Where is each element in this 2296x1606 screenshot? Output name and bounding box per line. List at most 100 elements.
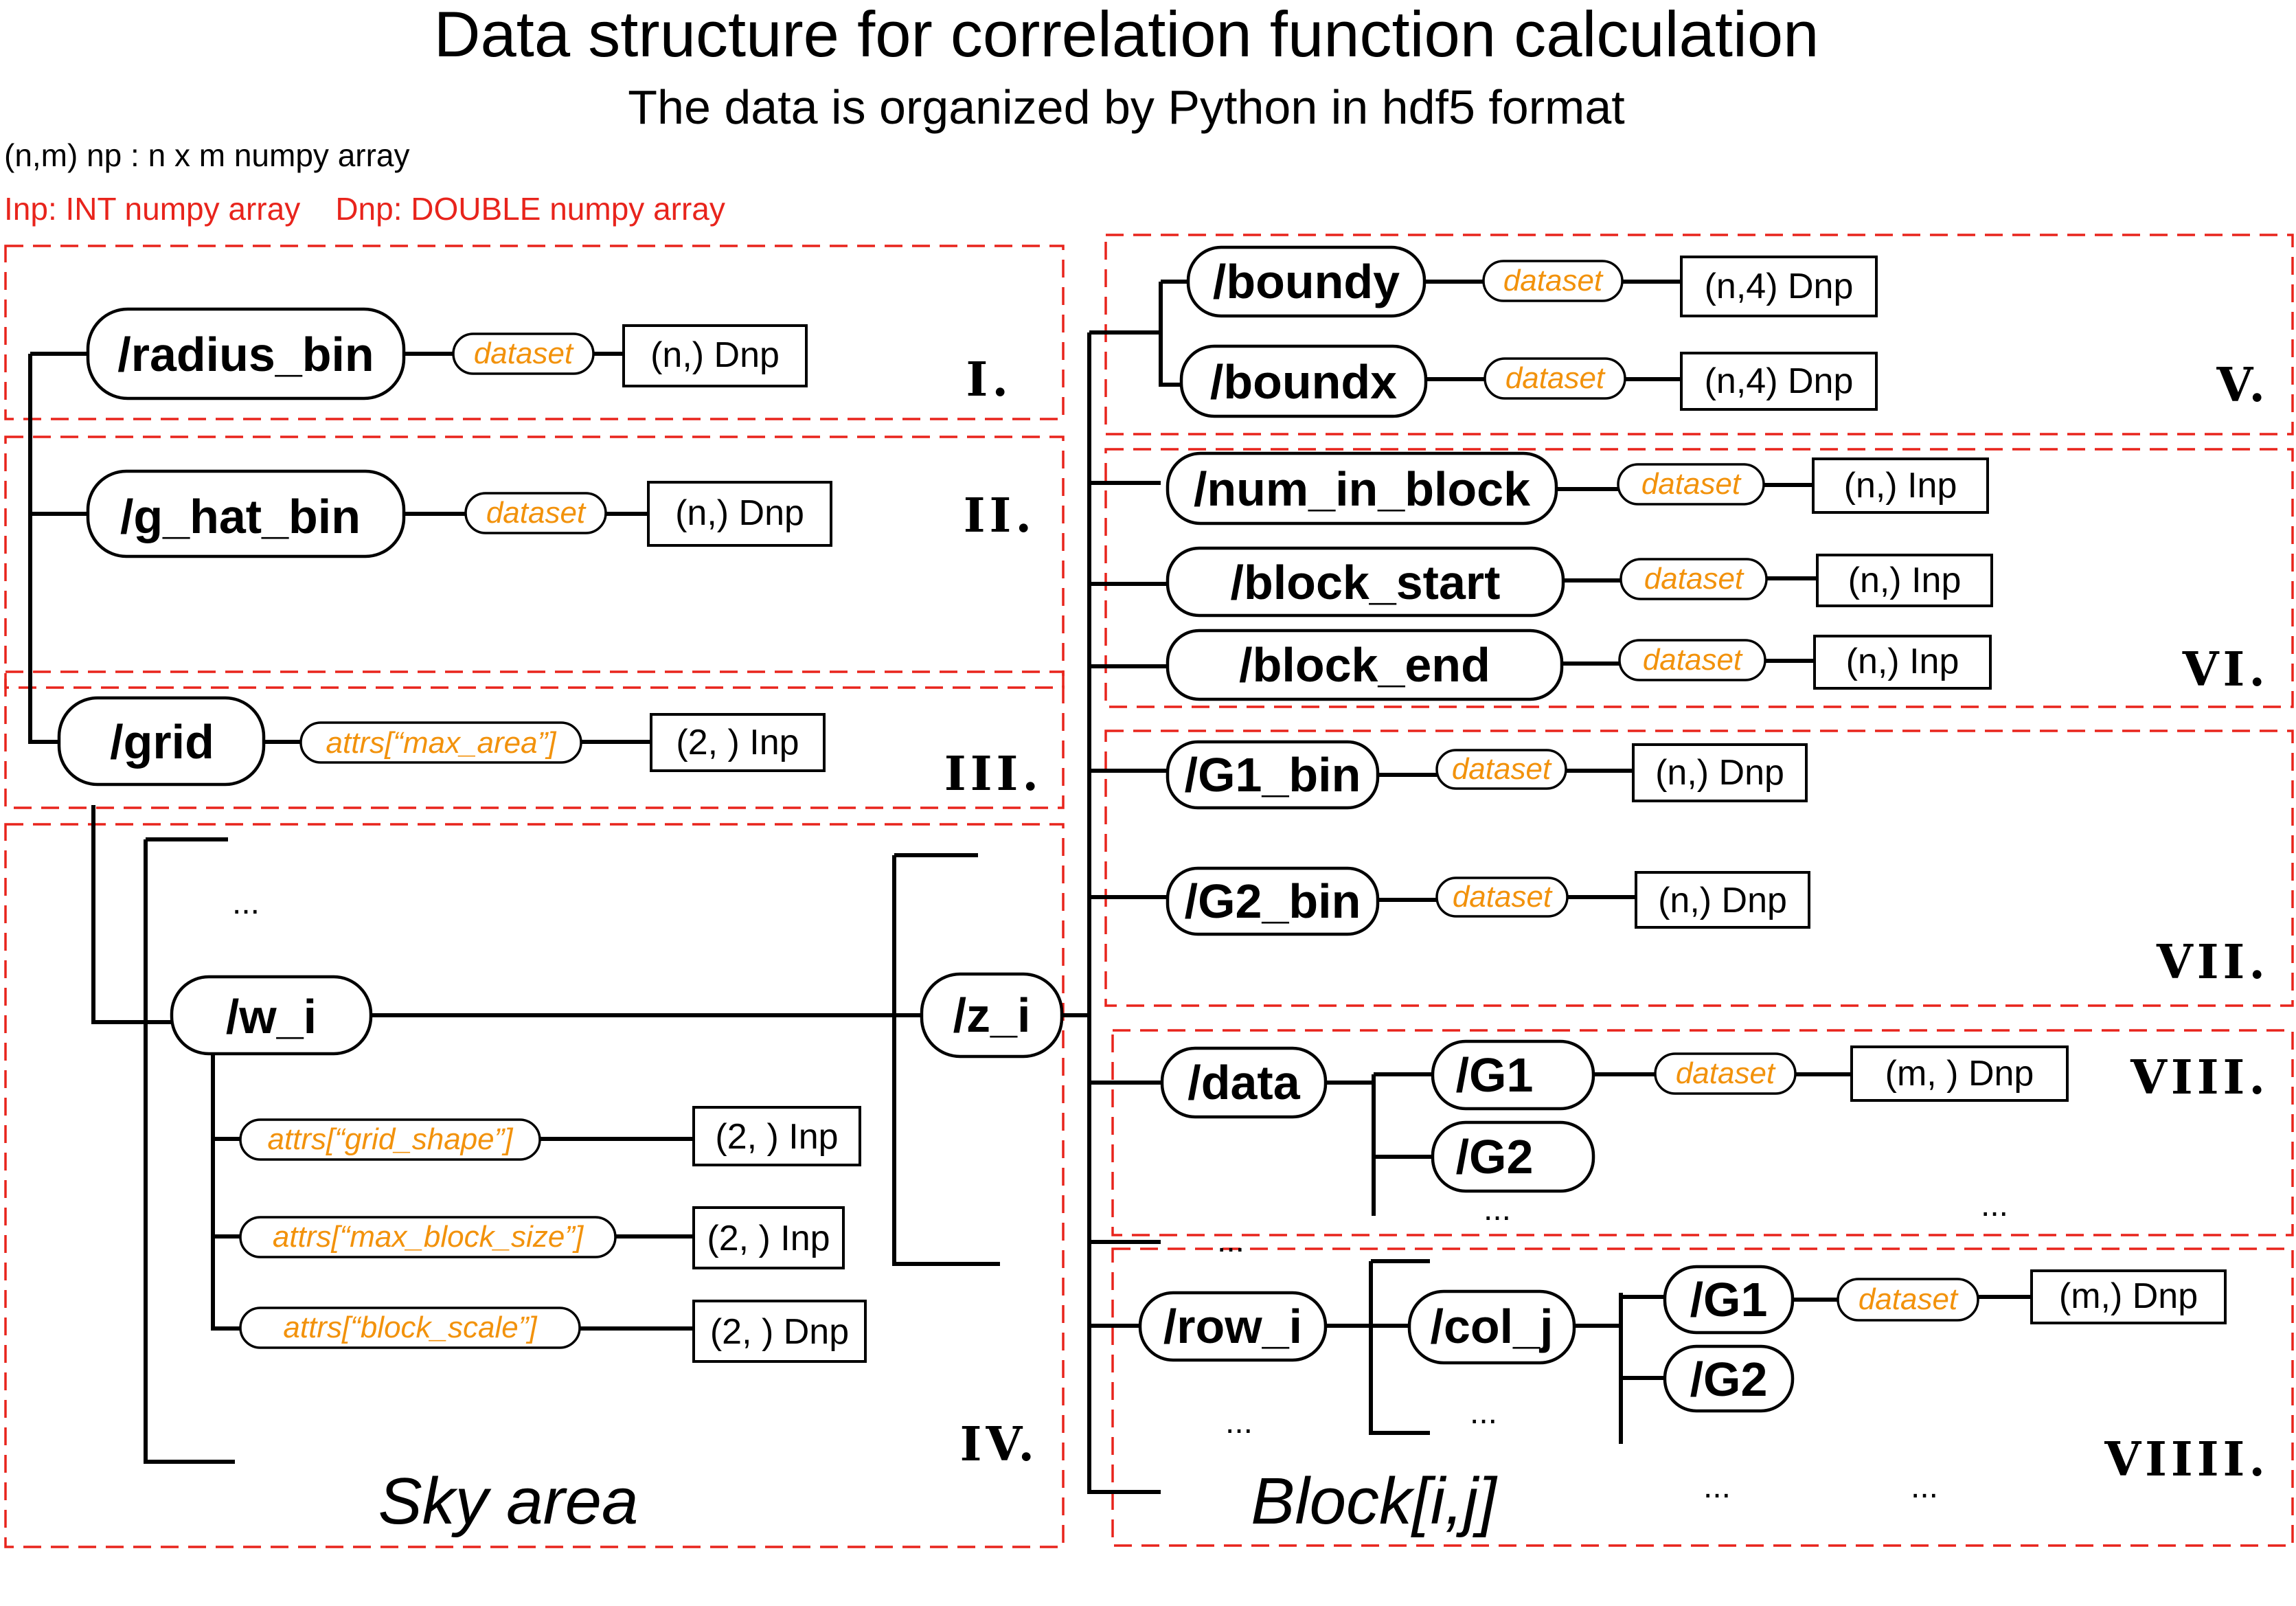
node-boundx: /boundx xyxy=(1179,344,1428,418)
node-col-j: /col_j xyxy=(1407,1289,1576,1365)
section-label-4: IV. xyxy=(960,1417,1038,1472)
type-max-block-size: (2, ) Inp xyxy=(692,1206,845,1269)
node-row-g2-label: /G2 xyxy=(1690,1353,1768,1406)
section-box-9 xyxy=(1111,1247,2294,1547)
section-box-8 xyxy=(1111,1029,2294,1236)
section-label-7: VII. xyxy=(2156,935,2269,990)
node-num-in-block-label: /num_in_block xyxy=(1194,462,1530,516)
svg-text:dataset: dataset xyxy=(1452,752,1552,786)
node-row-g2: /G2 xyxy=(1663,1344,1795,1413)
tag-row-g1-dataset: dataset xyxy=(1837,1278,1979,1322)
svg-text:dataset: dataset xyxy=(1644,562,1744,596)
node-block-end: /block_end xyxy=(1166,629,1564,701)
node-boundx-label: /boundx xyxy=(1210,355,1397,409)
tag-num-in-block-dataset: dataset xyxy=(1617,463,1765,506)
tag-block-start-dataset: dataset xyxy=(1619,558,1768,600)
block-area-label: Block[i,j] xyxy=(1251,1464,1498,1538)
type-data-g1: (m, ) Dnp xyxy=(1850,1045,2069,1102)
section-box-7 xyxy=(1104,730,2294,1007)
svg-text:attrs[“max_block_size”]: attrs[“max_block_size”] xyxy=(273,1220,584,1254)
tag-boundy-dataset: dataset xyxy=(1482,260,1624,302)
section-box-1 xyxy=(4,245,1065,420)
tag-g2-bin-dataset: dataset xyxy=(1435,876,1569,918)
type-g-hat-bin: (n,) Dnp xyxy=(647,481,832,547)
node-w-i-label: /w_i xyxy=(226,990,317,1043)
node-data-g2-label: /G2 xyxy=(1456,1130,1534,1184)
node-block-start-label: /block_start xyxy=(1231,556,1501,609)
svg-text:attrs[“grid_shape”]: attrs[“grid_shape”] xyxy=(267,1122,514,1156)
node-g1-bin-label: /G1_bin xyxy=(1185,748,1361,802)
section-box-2 xyxy=(4,436,1065,689)
svg-text:(n,) Inp: (n,) Inp xyxy=(1846,642,1959,681)
svg-text:(n,) Inp: (n,) Inp xyxy=(1848,561,1962,600)
svg-text:(n,) Inp: (n,) Inp xyxy=(1844,466,1957,506)
svg-text:dataset: dataset xyxy=(1503,264,1604,297)
node-block-start: /block_start xyxy=(1166,546,1565,618)
section-label-3: III. xyxy=(944,747,1043,802)
section-box-6 xyxy=(1104,448,2294,708)
sky-ellipsis-top: ... xyxy=(232,885,260,921)
block-ellipsis-g-1: ... xyxy=(1703,1469,1731,1505)
svg-text:(n,4) Dnp: (n,4) Dnp xyxy=(1705,361,1854,401)
block-ellipsis-row: ... xyxy=(1225,1404,1253,1440)
node-z-i: /z_i xyxy=(920,972,1064,1059)
svg-text:(m,) Dnp: (m,) Dnp xyxy=(2059,1276,2198,1316)
svg-text:dataset: dataset xyxy=(1641,467,1742,501)
node-data-label: /data xyxy=(1187,1056,1300,1109)
type-block-start: (n,) Inp xyxy=(1816,554,1993,607)
svg-text:attrs[“block_scale”]: attrs[“block_scale”] xyxy=(283,1311,538,1344)
node-row-i-label: /row_i xyxy=(1163,1300,1302,1353)
node-block-end-label: /block_end xyxy=(1239,638,1490,692)
type-g2-bin: (n,) Dnp xyxy=(1635,871,1810,929)
svg-text:dataset: dataset xyxy=(474,337,574,370)
section-label-5: V. xyxy=(2216,358,2269,413)
node-grid: /grid xyxy=(57,696,266,787)
svg-text:(2, ) Dnp: (2, ) Dnp xyxy=(710,1312,849,1352)
block-ellipsis-col: ... xyxy=(1470,1394,1497,1431)
svg-text:(2, ) Inp: (2, ) Inp xyxy=(676,723,799,762)
type-num-in-block: (n,) Inp xyxy=(1812,457,1989,514)
node-row-i: /row_i xyxy=(1138,1291,1328,1362)
type-grid-shape: (2, ) Inp xyxy=(692,1106,861,1166)
svg-text:(n,) Dnp: (n,) Dnp xyxy=(1658,881,1787,920)
node-boundy-label: /boundy xyxy=(1213,255,1400,308)
section-label-2: II. xyxy=(964,488,1036,543)
node-num-in-block: /num_in_block xyxy=(1166,451,1558,525)
section-box-3 xyxy=(4,670,1065,809)
node-g-hat-bin-label: /g_hat_bin xyxy=(120,490,361,543)
node-g-hat-bin: /g_hat_bin xyxy=(86,469,406,558)
node-row-g1-label: /G1 xyxy=(1690,1273,1768,1326)
section-label-8: VIII. xyxy=(2130,1050,2269,1105)
svg-text:dataset: dataset xyxy=(1453,880,1553,914)
sky-area-label: Sky area xyxy=(378,1464,639,1538)
node-z-i-label: /z_i xyxy=(953,988,1031,1042)
svg-text:dataset: dataset xyxy=(1643,643,1743,677)
node-row-g1: /G1 xyxy=(1663,1265,1795,1335)
type-legend: Inp: INT numpy array Dnp: DOUBLE numpy a… xyxy=(4,191,725,227)
node-data-g2: /G2 xyxy=(1431,1120,1595,1193)
tag-boundx-dataset: dataset xyxy=(1484,357,1626,400)
type-row-g1: (m,) Dnp xyxy=(2030,1269,2227,1324)
tag-max-block-size: attrs[“max_block_size”] xyxy=(239,1216,617,1258)
svg-text:dataset: dataset xyxy=(486,496,587,530)
diagram-title: Data structure for correlation function … xyxy=(434,0,1819,70)
svg-text:(2, ) Inp: (2, ) Inp xyxy=(707,1219,830,1258)
node-radius-bin: /radius_bin xyxy=(86,307,406,400)
tag-g1-bin-dataset: dataset xyxy=(1435,749,1567,790)
section-label-6: VI. xyxy=(2182,642,2269,697)
type-block-scale: (2, ) Dnp xyxy=(692,1300,867,1363)
svg-text:(m, ) Dnp: (m, ) Dnp xyxy=(1885,1054,2034,1094)
data-ellipsis-2: ... xyxy=(1981,1187,2008,1223)
svg-text:(n,) Dnp: (n,) Dnp xyxy=(1655,753,1784,793)
node-data-g1-label: /G1 xyxy=(1456,1048,1534,1102)
svg-text:attrs[“max_area”]: attrs[“max_area”] xyxy=(326,726,558,760)
node-boundy: /boundy xyxy=(1186,245,1427,318)
tag-radius-bin-dataset: dataset xyxy=(452,332,595,375)
block-ellipsis-top: ... xyxy=(1217,1223,1244,1259)
section-label-9: VIIII. xyxy=(2104,1432,2269,1487)
svg-text:(2, ) Inp: (2, ) Inp xyxy=(715,1117,838,1157)
tag-block-scale: attrs[“block_scale”] xyxy=(239,1307,581,1349)
node-g2-bin-label: /G2_bin xyxy=(1185,874,1361,928)
